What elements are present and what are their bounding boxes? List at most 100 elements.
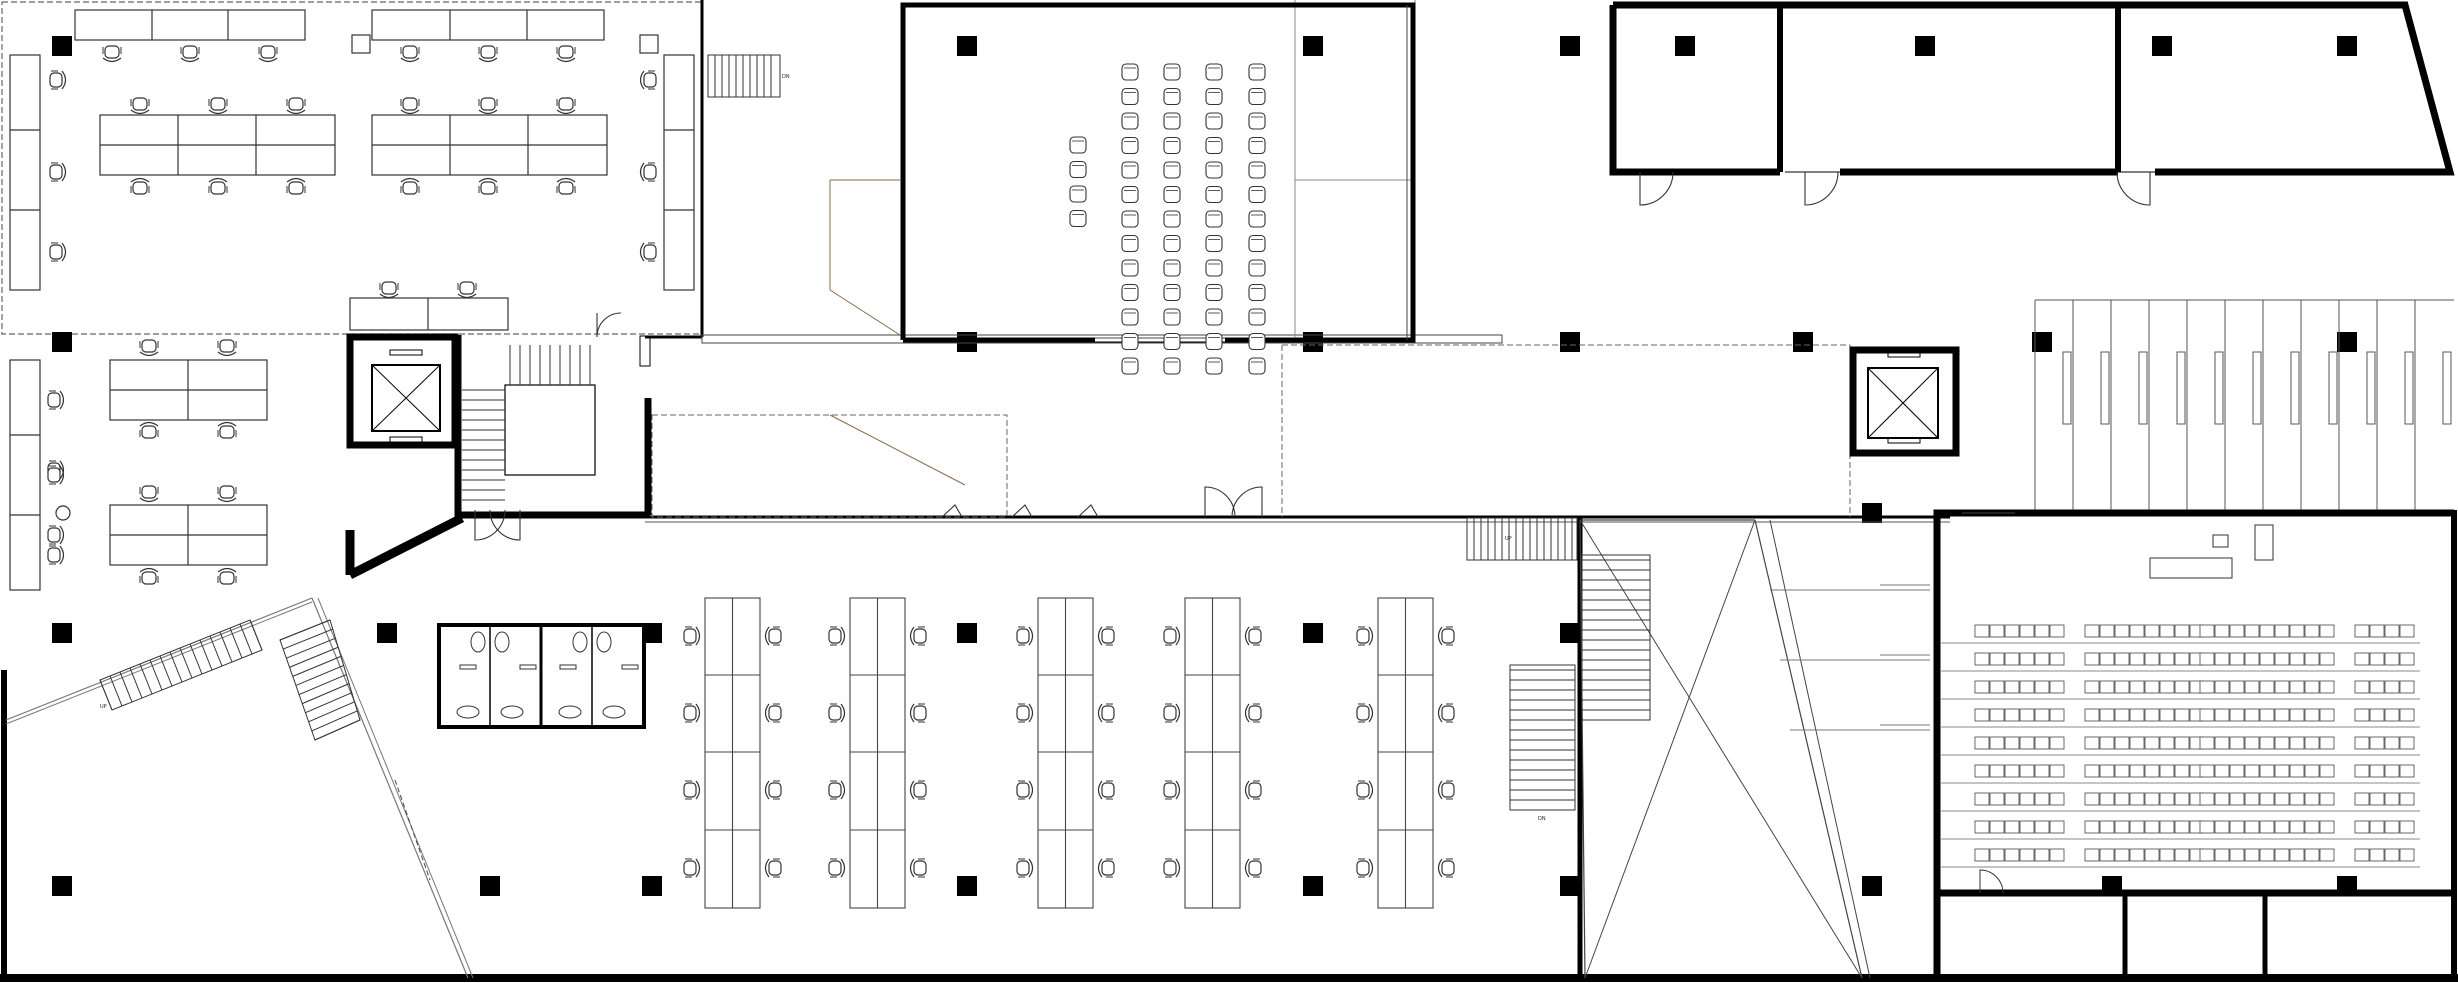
column: [957, 623, 977, 643]
column: [2337, 332, 2357, 352]
seat: [2369, 680, 2385, 694]
chair: [1016, 703, 1034, 723]
seat: [1205, 308, 1223, 326]
seat: [2049, 624, 2065, 638]
grab-bar: [459, 664, 477, 670]
seat: [2199, 764, 2215, 778]
seat: [1163, 283, 1181, 302]
chair: [828, 626, 846, 646]
chair: [1437, 858, 1455, 878]
seat: [2244, 736, 2260, 750]
seat: [2384, 624, 2400, 638]
bay-marker: [2252, 351, 2262, 425]
seat: [2019, 848, 2035, 862]
stair-tag-east: UP: [1505, 536, 1512, 542]
stair-tread: [159, 655, 173, 687]
seat: [2049, 652, 2065, 666]
stair-tread: [199, 639, 213, 671]
seat: [2354, 848, 2370, 862]
seat: [2159, 708, 2175, 722]
seat: [2369, 736, 2385, 750]
seat: [2319, 736, 2335, 750]
stair-outline: [1581, 554, 1651, 721]
seat: [1248, 259, 1266, 277]
stair-tread: [239, 623, 253, 655]
column: [1862, 503, 1882, 523]
lecture-hall-east: [1933, 509, 2454, 978]
seat: [1121, 308, 1139, 326]
seat: [2144, 764, 2160, 778]
seat: [2304, 680, 2320, 694]
seat: [1163, 332, 1181, 351]
seat: [2369, 848, 2385, 862]
chair: [909, 703, 927, 723]
seat: [1974, 708, 1990, 722]
chair: [1244, 858, 1262, 878]
seat: [1248, 308, 1266, 326]
seat: [2229, 708, 2245, 722]
seat: [2244, 624, 2260, 638]
seat: [2174, 848, 2190, 862]
seat: [2274, 764, 2290, 778]
seat: [2049, 764, 2065, 778]
seat: [1121, 136, 1139, 155]
chair: [258, 45, 278, 63]
chair: [556, 45, 576, 63]
seat: [2259, 624, 2275, 638]
chair: [457, 281, 477, 299]
bay-marker: [2214, 351, 2224, 425]
chair: [1244, 626, 1262, 646]
seat: [1163, 308, 1181, 326]
seat: [1069, 136, 1087, 154]
toilet-block: [437, 623, 646, 729]
chair: [1437, 780, 1455, 800]
stair-tread: [289, 646, 339, 668]
seat: [1121, 87, 1139, 106]
chair: [683, 780, 701, 800]
seat: [1989, 848, 2005, 862]
chair: [828, 780, 846, 800]
seat: [2244, 792, 2260, 806]
bay-marker: [2328, 351, 2338, 425]
seat: [2354, 736, 2370, 750]
chair: [1244, 780, 1262, 800]
seat: [2159, 792, 2175, 806]
chair: [1097, 626, 1115, 646]
seat: [2049, 736, 2065, 750]
seat: [2369, 708, 2385, 722]
seat: [1205, 357, 1223, 375]
seat: [2129, 792, 2145, 806]
seat: [1163, 259, 1181, 277]
seat: [1163, 357, 1181, 375]
seat: [2034, 652, 2050, 666]
seat: [1248, 161, 1266, 179]
seat: [2229, 624, 2245, 638]
open-office-south: [704, 597, 1434, 909]
basin: [558, 705, 582, 719]
seat: [2369, 820, 2385, 834]
column: [1303, 623, 1323, 643]
seat: [2084, 820, 2100, 834]
basin: [500, 705, 524, 719]
chair: [1356, 703, 1374, 723]
chair: [139, 485, 159, 503]
bay-marker: [2442, 351, 2452, 425]
column: [1560, 623, 1580, 643]
seat: [2199, 848, 2215, 862]
stair-core-west: [462, 345, 591, 501]
seat: [2144, 708, 2160, 722]
seat: [2019, 652, 2035, 666]
angled-wall-southwest: [5, 597, 474, 979]
seat: [2049, 708, 2065, 722]
stair-tread: [179, 647, 193, 679]
stair-tread: [295, 664, 344, 686]
chair: [683, 626, 701, 646]
chair: [1356, 858, 1374, 878]
stair-tread: [219, 631, 233, 663]
seat: [1205, 112, 1223, 130]
seat: [2229, 736, 2245, 750]
stair-outline: [1509, 664, 1576, 811]
seat: [1989, 680, 2005, 694]
seat: [1205, 259, 1223, 277]
seat: [2034, 680, 2050, 694]
